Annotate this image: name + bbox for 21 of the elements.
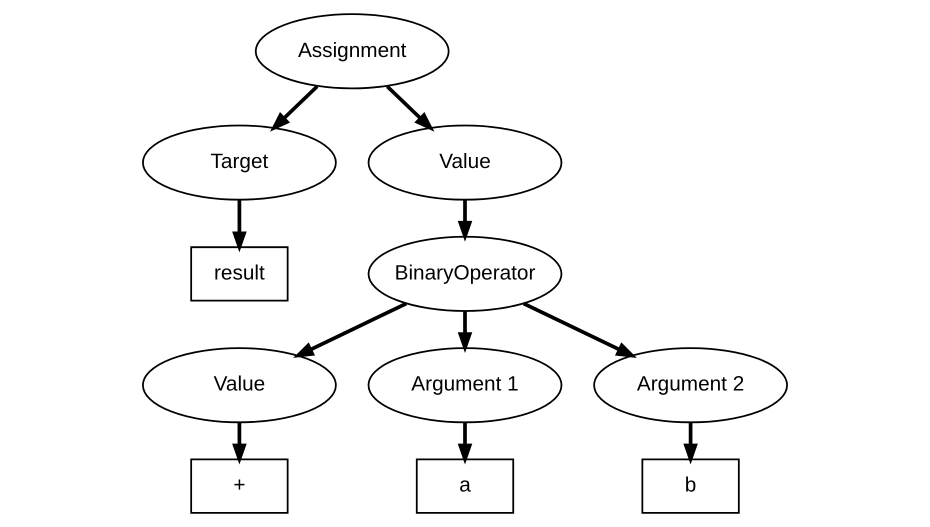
node-ellipse: Value	[142, 347, 337, 424]
arrow	[458, 200, 472, 242]
node-box: +	[190, 458, 289, 514]
node-box: b	[641, 458, 740, 514]
arrow	[232, 200, 247, 252]
node-ellipse: Target	[142, 124, 337, 201]
node-ellipse: Argument 2	[593, 347, 788, 424]
arrow	[522, 302, 637, 358]
node-box: a	[416, 458, 514, 514]
node-box: result	[190, 246, 289, 302]
arrow	[458, 311, 472, 354]
arrow	[458, 422, 472, 464]
arrow	[386, 85, 434, 132]
node-ellipse: Value	[368, 124, 562, 201]
arrow	[270, 85, 318, 132]
arrow	[232, 422, 247, 464]
node-ellipse: Assignment	[254, 13, 450, 90]
node-ellipse: BinaryOperator	[368, 236, 562, 312]
node-ellipse: Argument 1	[368, 347, 562, 424]
arrow	[683, 422, 698, 464]
arrow	[293, 302, 408, 358]
